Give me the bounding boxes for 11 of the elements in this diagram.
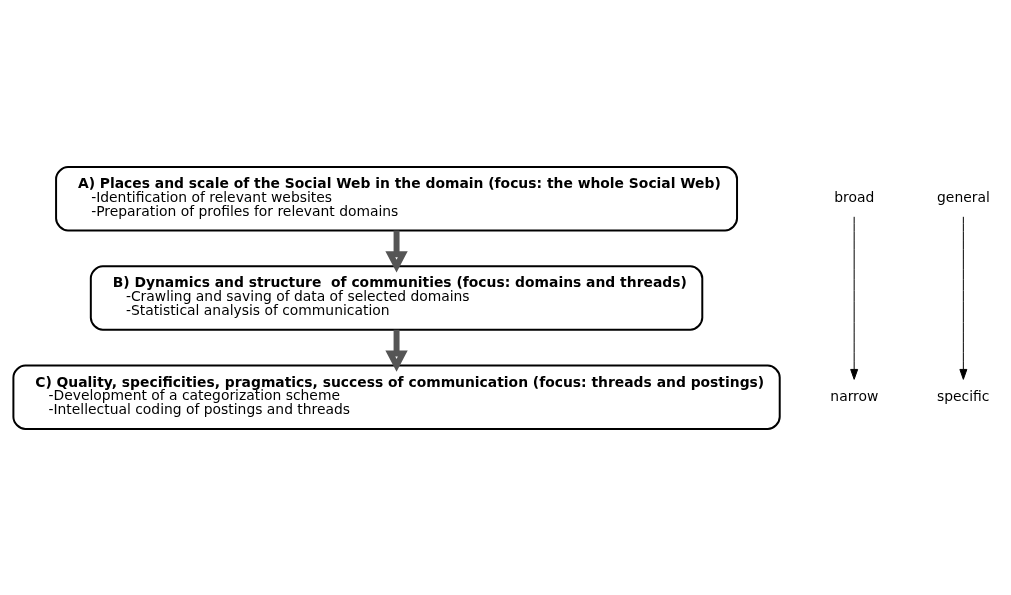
node-text: general bbox=[937, 188, 990, 205]
arrow bbox=[959, 215, 968, 380]
arrow bbox=[385, 230, 408, 272]
node-text: specific bbox=[937, 387, 990, 404]
node-box: B) Dynamics and structure of communities (focus: domains and threads) -Crawling and saving of data of selected domains -Statistical analysis of communication bbox=[89, 264, 704, 331]
node-text: broad bbox=[834, 188, 875, 205]
node-text: narrow bbox=[830, 387, 879, 404]
arrow bbox=[385, 329, 408, 372]
arrow bbox=[850, 215, 859, 380]
node-box: A) Places and scale of the Social Web in the domain (focus: the whole Social Web) -Identification of relevant websites -Preparation of profiles for relevant domains bbox=[55, 165, 739, 231]
node-box: C) Quality, specificities, pragmatics, success of communication (focus: threads and postings) -Development of a categorization scheme -Intellectual coding of postings and threads bbox=[12, 364, 781, 430]
